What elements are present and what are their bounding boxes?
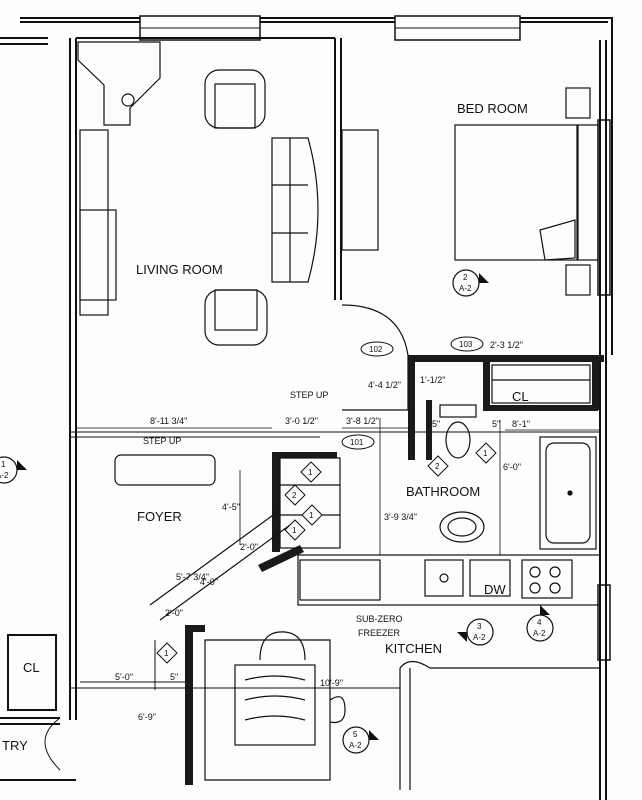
finish-tag [156,642,178,664]
dim-foyer-diag: 5'-7 3/4" [176,572,209,582]
window-kitchen-right [597,584,611,661]
room-label-closet-left: CL [23,660,40,675]
elevation-sheet-2: A-2 [459,284,472,293]
finish-tag-text: 2 [292,491,297,500]
dim-kitchen-side: 5" [170,672,178,682]
room-label-living: LIVING ROOM [136,262,223,277]
room-label-closet-bed: CL [512,389,529,404]
dim-bath-top: 3'-8 1/2" [346,416,379,426]
door-tag-101-text: 101 [350,438,364,447]
step-landing [114,454,216,486]
dim-kitchen-v: 6'-9" [138,712,156,722]
nightstand-bottom [565,264,591,296]
room-label-bed: BED ROOM [457,101,528,116]
dim-k1: 2'-0" [240,542,258,552]
finish-tag [284,484,306,506]
bath-door-swing [341,304,409,411]
counter [297,554,601,606]
finish-tag [300,461,322,483]
bed-furniture [454,87,599,296]
finish-tag [301,504,323,526]
freezer [299,559,381,601]
label-freezer-1: SUB-ZERO [356,614,403,624]
label-freezer-2: FREEZER [358,628,401,638]
elevation-num-4: 4 [537,618,542,627]
elevation-num-1: 1 [1,460,6,469]
dim-foyer-v: 4'-5" [222,502,240,512]
wall-left [69,38,77,495]
finish-tag [427,455,449,477]
kitchen-sink [424,559,464,597]
dim-step-up-lower: STEP UP [143,436,181,446]
door-tag-102 [360,341,394,357]
dim-kitchen-right: 10'-9" [320,678,343,688]
elevation-sheet-5: A-2 [349,741,362,750]
dim-living-width: 8'-11 3/4" [150,416,187,426]
kitchen-fixtures [204,554,601,790]
door-tag-102-text: 102 [369,345,383,354]
dim-kitchen-width: 5'-0" [115,672,133,682]
door-tag-103 [450,336,484,352]
dim-closet-depth: 2'-3 1/2" [490,340,523,350]
label-dishwasher: DW [484,582,506,597]
closet-shelf [491,364,591,404]
finish-tag-text: 1 [292,526,297,535]
elevation-num-3: 3 [477,622,482,631]
bathroom-fixtures [279,304,597,550]
door-tag-101 [341,434,375,450]
finish-tag-text: 1 [308,468,313,477]
elevation-num-2: 2 [463,273,468,282]
dim-bath-hall: 4'-4 1/2" [368,380,401,390]
range [521,559,573,599]
finish-tag-text: 1 [164,649,169,658]
dim-bath-v1: 3'-9 3/4" [384,512,417,522]
closet-left [7,634,57,711]
stool [259,631,306,661]
foyer-lines [70,454,400,690]
bathtub [539,436,597,550]
nightstand-top [565,87,591,119]
dim-bath-side2: 5" [492,419,500,429]
elevation-sheet-1: A-2 [0,471,9,480]
island [204,639,331,781]
toilet-tank [439,404,477,418]
dishwasher [469,559,511,597]
finish-tag [475,442,497,464]
wall-bath [185,355,604,785]
toilet [445,421,471,459]
dim-small: 1'-1/2" [420,375,445,385]
sink [439,511,485,543]
room-label-entry: TRY [2,738,28,753]
elevation-sheet-3: A-2 [473,633,486,642]
living-furniture [77,41,379,346]
finish-tag [284,519,306,541]
room-label-kitchen: KITCHEN [385,641,442,656]
dim-step: 3'-0 1/2" [285,416,318,426]
dim-foyer-diag2: 4'-0" [200,577,218,587]
finish-tag-text: 1 [309,511,314,520]
dim-bath-v2: 6'-0" [503,462,521,472]
finish-tag-text: 2 [435,462,440,471]
bed [454,124,578,261]
corner-cabinet [77,41,161,126]
room-label-bath: BATHROOM [406,484,480,499]
door-tag-103-text: 103 [459,340,473,349]
dim-k2: 2'-0" [165,608,183,618]
exterior-wall [20,17,613,355]
wall-living-bed [334,38,342,300]
wall-right [599,40,607,800]
console [341,129,379,251]
shower-tile [279,457,341,549]
sofa [271,137,319,283]
elevation-sheet-4: A-2 [533,629,546,638]
room-label-foyer: FOYER [137,509,182,524]
dim-step-up-upper: STEP UP [290,390,328,400]
finish-tag-text: 1 [483,449,488,458]
dim-bath-right: 8'-1" [512,419,530,429]
elevation-num-5: 5 [353,730,358,739]
dim-bath-side: 5" [432,419,440,429]
